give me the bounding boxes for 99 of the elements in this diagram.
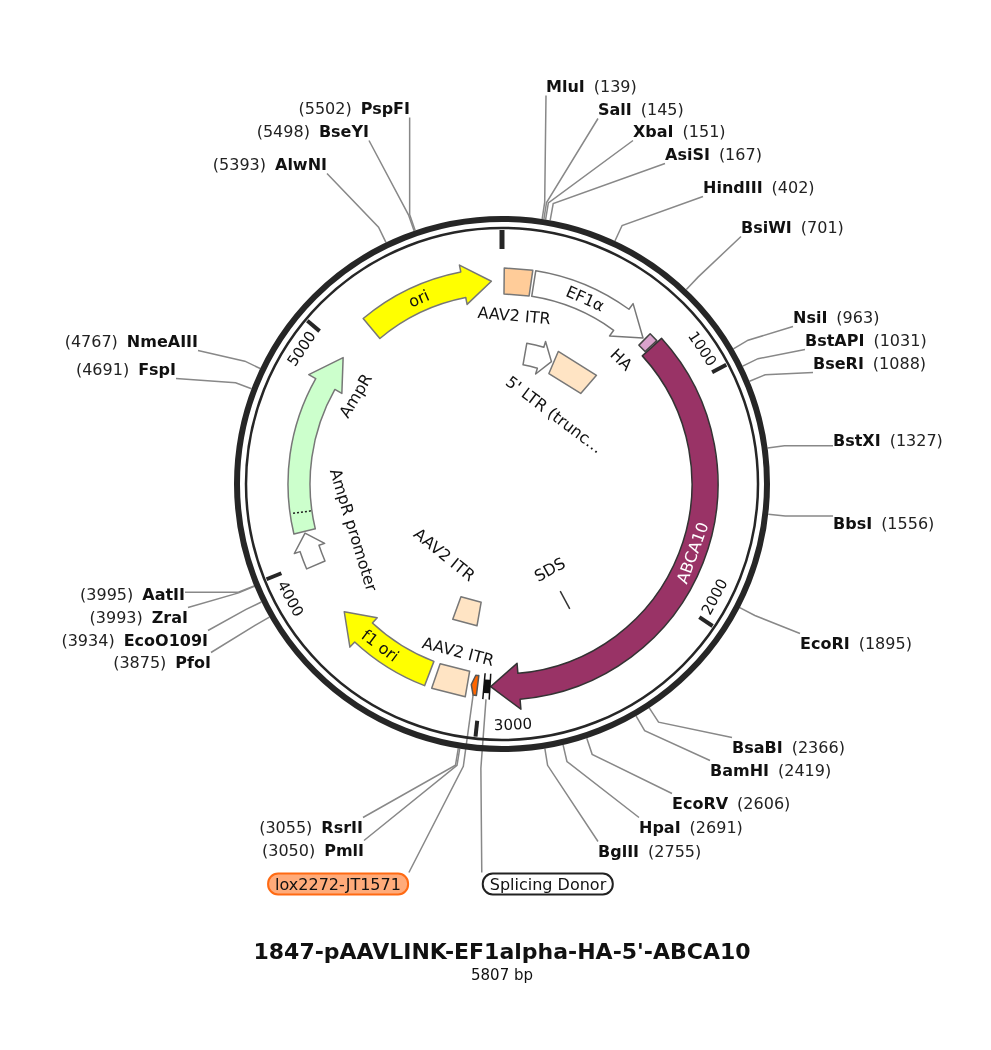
cut-position: (3995) [80,584,134,604]
leader-line [685,235,742,291]
enzyme-name: BseRI [813,353,864,373]
cut-position: (151) [682,121,726,141]
enzyme-name: BstXI [833,430,881,450]
cut-position: (2366) [791,737,845,757]
leader-line [175,377,253,390]
cut-position: (963) [836,307,880,327]
cut-position: (1088) [872,353,927,373]
enzyme-name: ZraI [151,607,188,627]
leader-line [635,715,711,762]
leader-line [732,325,794,350]
cut-position: (167) [718,144,762,164]
cut-position: (145) [640,99,684,119]
cut-position: (5393) [212,154,266,174]
enzyme-name: FspI [138,359,176,379]
leader-line [614,195,704,242]
enzyme-name: EcoO109I [123,630,208,650]
scale-label: 4000 [273,578,307,620]
enzyme-name: AatII [142,584,185,604]
feature-tag: lox2272-JT1571 [267,872,409,896]
feature-label: AAV2 ITR [420,634,497,671]
feature-label: AAV2 ITR [476,304,551,329]
leader-line [326,172,387,244]
leader-line [408,116,416,232]
cut-position: (139) [593,76,637,96]
enzyme-name: EcoRV [672,793,729,813]
enzyme-name: BsaBI [732,737,783,757]
leader-line [549,162,666,222]
enzyme-name: NsiI [793,307,828,327]
leader-line [543,117,599,221]
enzyme-name: NmeAIII [126,331,198,351]
map-title: 1847-pAAVLINK-EF1alpha-HA-5'-ABCA10 [253,939,751,965]
enzyme-name: MluI [546,76,585,96]
leader-line [767,513,834,517]
feature-label: HA [606,345,636,375]
enzyme-name: BsiWI [741,217,792,237]
leader-line [748,371,814,382]
cut-position: (402) [771,177,815,197]
leader-line [741,348,806,367]
leader-line [408,694,474,874]
enzyme-name: AlwNI [275,154,327,174]
leader-line [544,139,634,221]
cut-position: (701) [800,217,844,237]
cut-position: (1895) [858,633,912,653]
cut-position: (4691) [75,359,130,379]
enzyme-name: HindIII [703,177,763,197]
cut-position: (1031) [873,330,927,350]
feature-label: EF1α [562,282,607,315]
leader-line [766,444,834,449]
leader-line [368,139,415,232]
sequence-length: 5807 bp [471,966,533,984]
feature-label: ori [406,286,433,311]
feature-tag: Splicing Donor [481,872,615,896]
leader-line [362,747,459,819]
leader-line [541,94,547,220]
enzyme-name: BstAPI [805,330,865,350]
scale-label: 3000 [493,715,532,735]
cut-position: (2606) [737,793,791,813]
feature-label: f1 ori [357,626,402,666]
leader-line [739,606,801,635]
leader-line [544,747,599,843]
cut-position: (1327) [889,430,943,450]
leader-line [363,747,461,842]
enzyme-name: PfoI [175,652,211,672]
leader-line [187,585,256,609]
leader-line [210,616,271,654]
cut-position: (1556) [881,513,935,533]
enzyme-name: BamHI [710,760,769,780]
cut-position: (3050) [261,840,316,860]
cut-position: (3993) [89,607,143,627]
leader-line [207,601,263,632]
cut-position: (4767) [64,331,118,351]
enzyme-name: BseYI [318,121,369,141]
enzyme-name: PmlI [324,840,364,860]
enzyme-name: BbsI [833,513,873,533]
leader-line [562,744,640,819]
leader-line [480,698,487,874]
enzyme-name: PspFI [360,98,410,118]
cut-position: (3934) [61,630,115,650]
enzyme-name: HpaI [639,817,681,837]
leader-line [648,707,733,739]
cut-position: (2755) [648,841,702,861]
cut-position: (2691) [689,817,743,837]
feature-label: SDS [530,553,569,586]
cut-position: (3875) [113,652,167,672]
cut-position: (3055) [259,817,313,837]
enzyme-name: BglII [598,841,640,861]
leader-line [586,737,673,795]
cut-position: (5502) [298,98,352,118]
enzyme-name: SalI [598,99,632,119]
leader-line [184,585,255,594]
enzyme-name: EcoRI [800,633,850,653]
enzyme-name: AsiSI [665,144,710,164]
enzyme-name: XbaI [633,121,674,141]
cut-position: (5498) [256,121,310,141]
cut-position: (2419) [778,760,832,780]
leader-line [197,349,261,370]
enzyme-name: RsrII [321,817,363,837]
